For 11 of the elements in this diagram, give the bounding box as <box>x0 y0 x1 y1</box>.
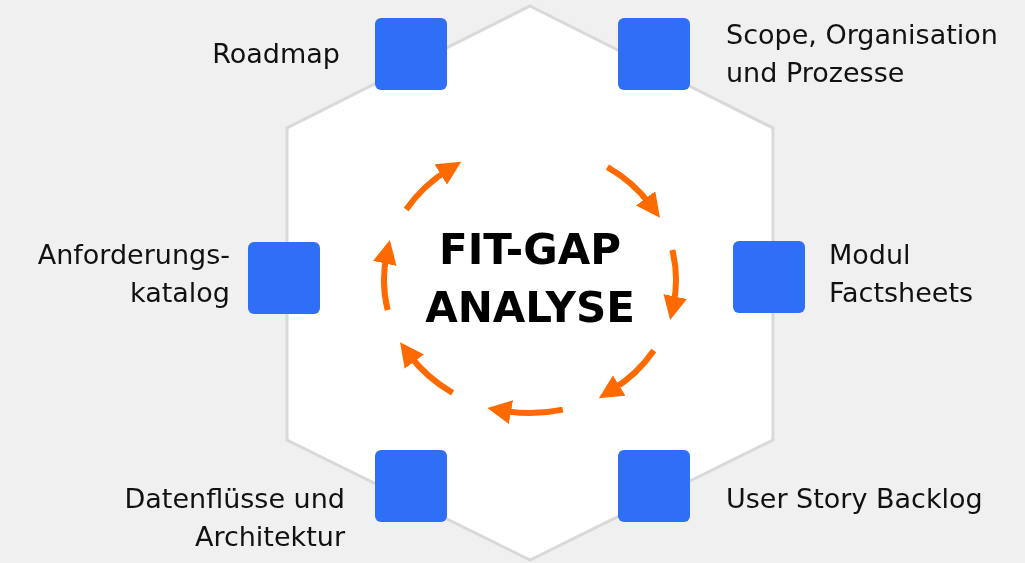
square-marker <box>248 242 320 314</box>
node-label: Modul Factsheets <box>829 238 975 310</box>
center-title: FIT-GAP ANALYSE <box>424 224 636 334</box>
node-label: Roadmap <box>211 37 340 71</box>
node-label: Anforderungs- katalog <box>36 238 230 310</box>
square-marker <box>618 18 690 90</box>
square-marker <box>733 241 805 313</box>
node-label: User Story Backlog <box>726 482 984 516</box>
node-label: Scope, Organisation und Prozesse <box>726 18 999 90</box>
square-marker <box>375 18 447 90</box>
node-label: Datenflüsse und Architektur <box>123 482 345 554</box>
